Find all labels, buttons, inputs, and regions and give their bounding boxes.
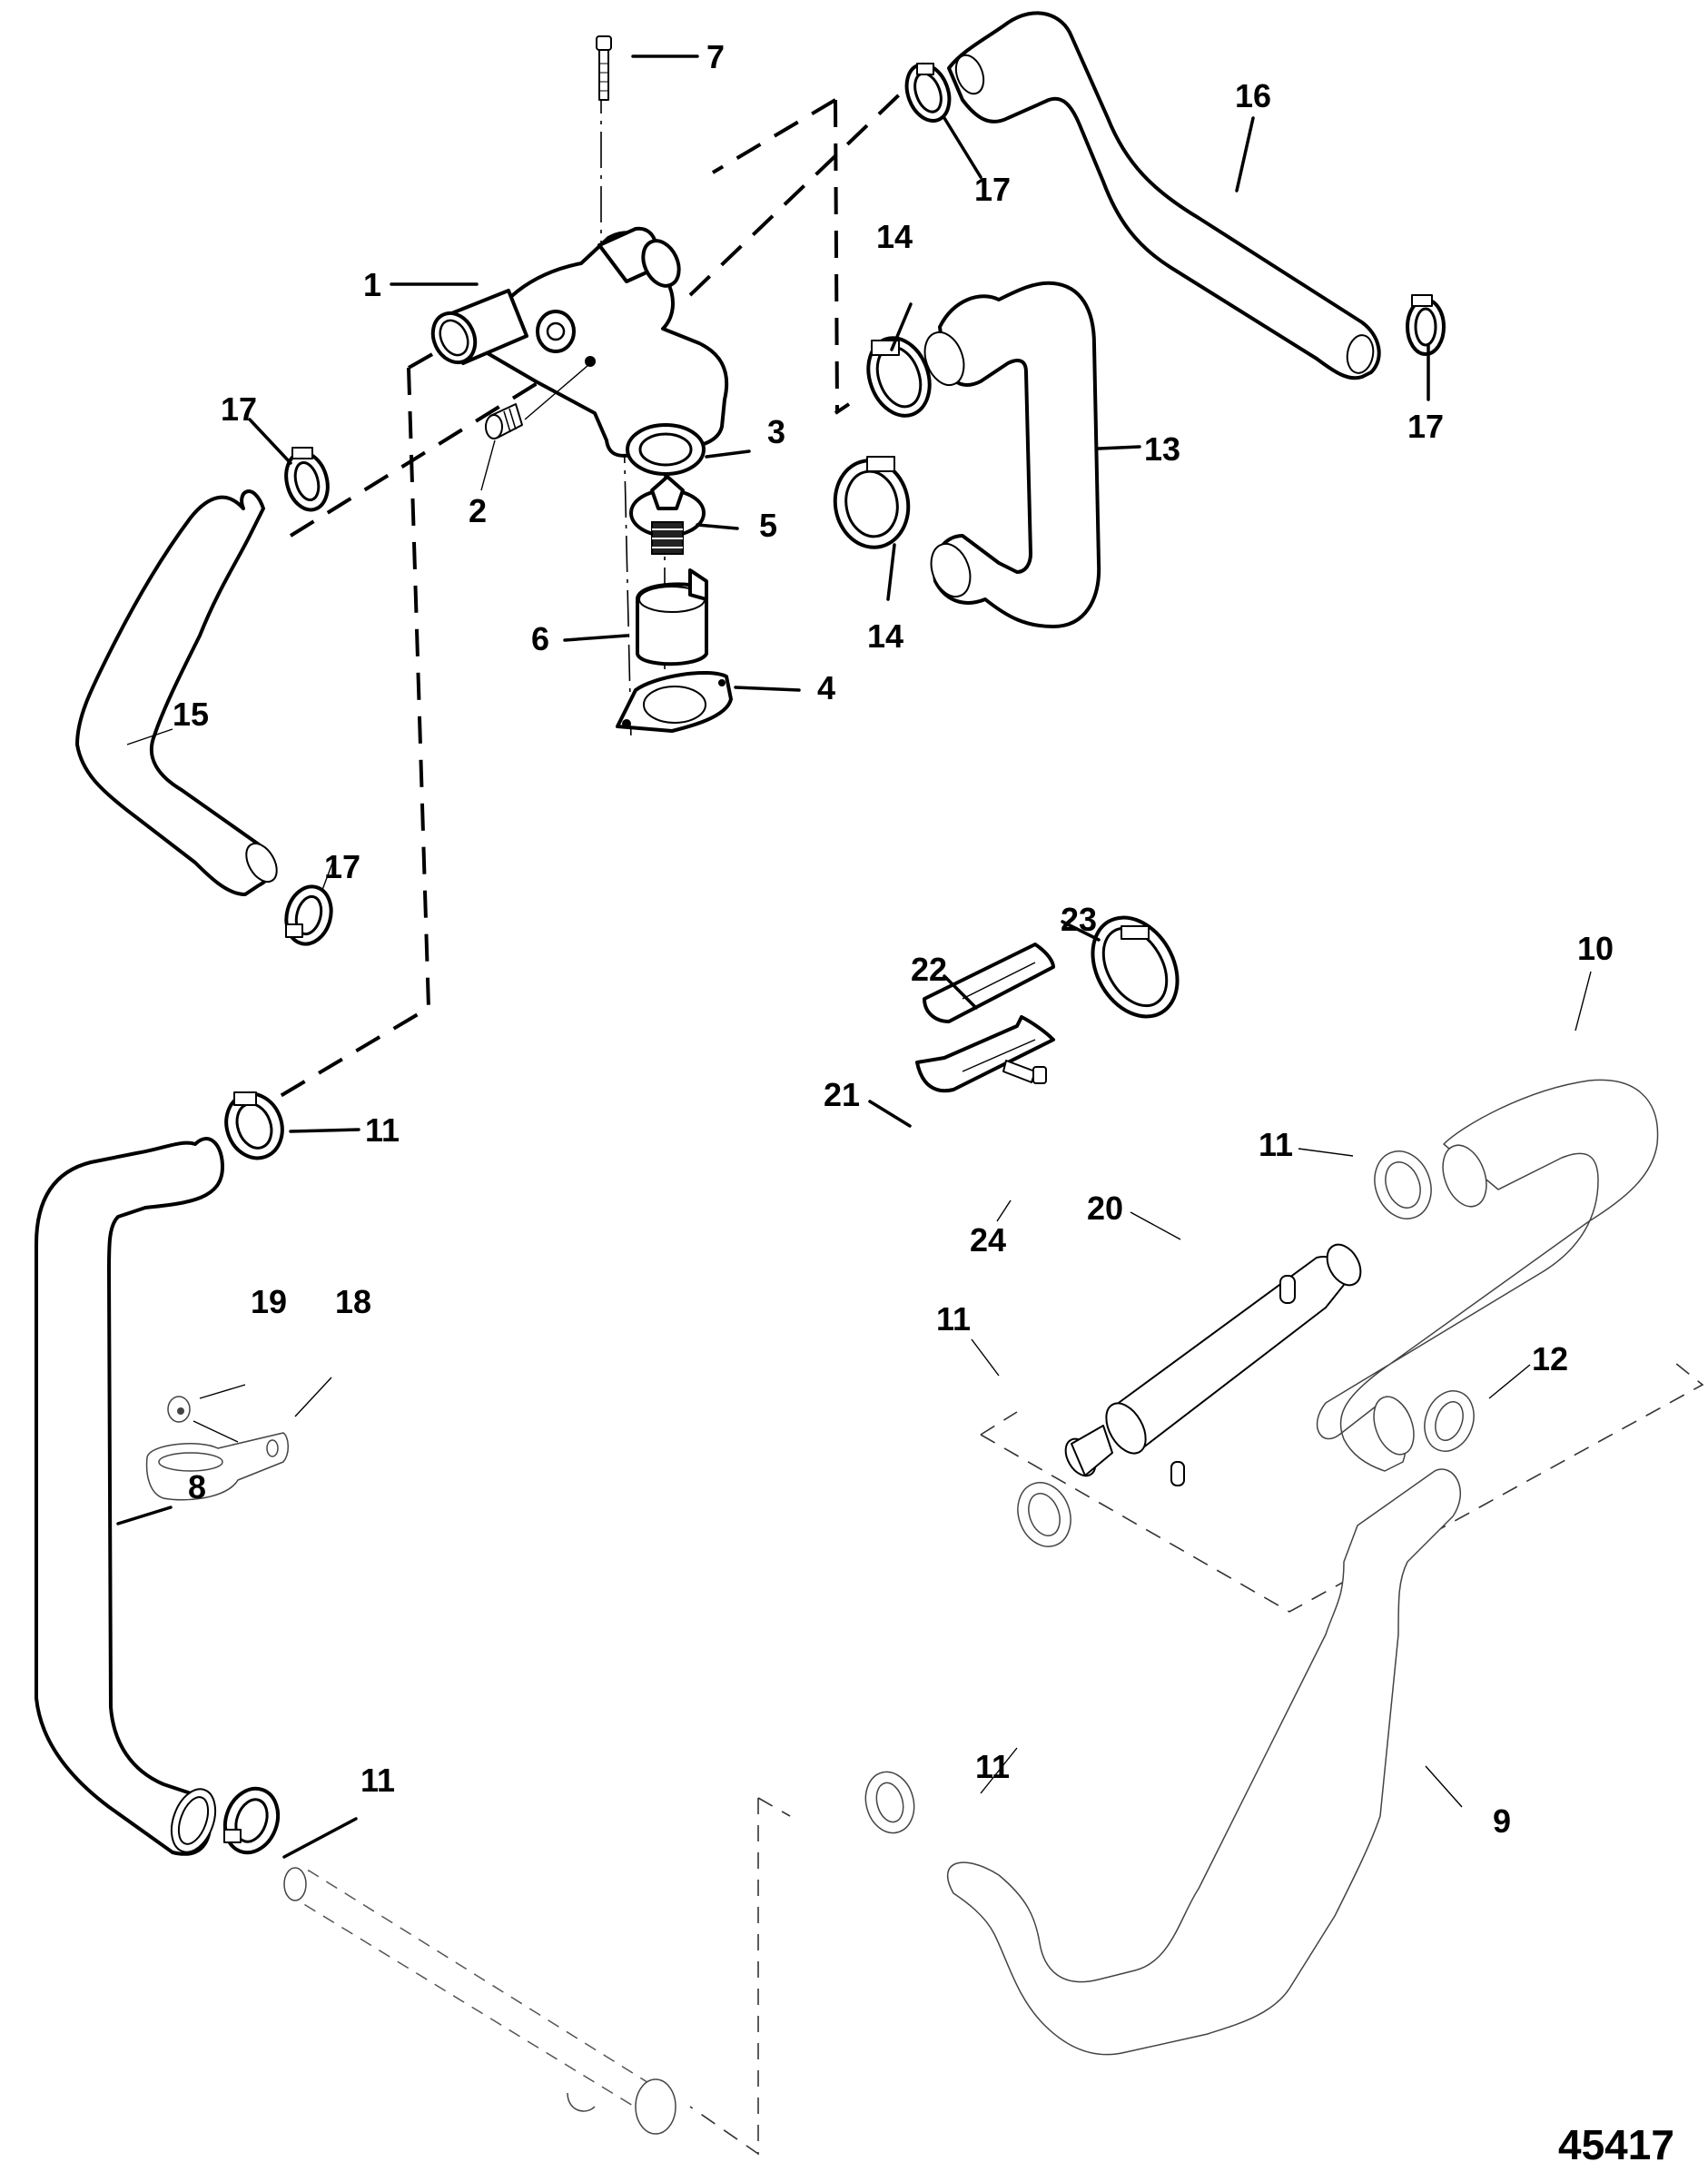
- screw-24[interactable]: [1002, 1060, 1047, 1084]
- leader-lines: [116, 54, 1592, 1859]
- hose-bracket-18[interactable]: [145, 1420, 289, 1501]
- callout-6: 6: [531, 620, 549, 657]
- hose-clamp-12[interactable]: [1417, 1384, 1482, 1458]
- hose-clamp-11-lower-center[interactable]: [1009, 1476, 1079, 1555]
- assembly-dash-lines: [243, 77, 1704, 2156]
- callout-21: 21: [824, 1076, 860, 1113]
- callout-11e: 11: [975, 1748, 1010, 1785]
- callout-22: 22: [911, 951, 947, 988]
- ghost-pipe: [283, 1867, 676, 2135]
- heat-exchanger-20[interactable]: [1060, 1239, 1367, 1486]
- hose-clamp-14-lower[interactable]: [828, 455, 914, 553]
- callout-12: 12: [1532, 1340, 1568, 1377]
- callout-17d: 17: [1407, 408, 1444, 445]
- callout-16: 16: [1235, 77, 1271, 114]
- hose-clamp-11-bottom-center[interactable]: [859, 1766, 921, 1838]
- callout-14a: 14: [876, 218, 913, 255]
- callout-17a: 17: [221, 390, 257, 428]
- seal-3[interactable]: [626, 423, 706, 476]
- sleeve-6[interactable]: [636, 568, 708, 666]
- pipe-plug-2[interactable]: [485, 364, 589, 439]
- callout-14b: 14: [867, 617, 903, 655]
- callout-13: 13: [1144, 430, 1180, 468]
- hose-16[interactable]: [947, 11, 1381, 380]
- figure-id: 45417: [1558, 2121, 1674, 2162]
- bolt-7[interactable]: [596, 35, 612, 101]
- callout-17b: 17: [324, 848, 360, 885]
- hose-clamp-11-center[interactable]: [1366, 1143, 1440, 1227]
- hose-clamp-11-left-mid[interactable]: [217, 1086, 291, 1166]
- callout-24: 24: [970, 1221, 1006, 1259]
- callout-11d: 11: [360, 1762, 395, 1799]
- callout-19: 19: [251, 1283, 287, 1320]
- u-hose-13[interactable]: [918, 281, 1101, 628]
- hose-clamp-11-bottom-left[interactable]: [216, 1782, 286, 1861]
- hose-clamp-17-upper-left[interactable]: [280, 447, 333, 515]
- callout-5: 5: [759, 507, 777, 544]
- hose-10[interactable]: [1316, 1079, 1659, 1472]
- callout-10: 10: [1577, 930, 1614, 967]
- upper-bracket-22[interactable]: [923, 943, 1055, 1023]
- hose-clamp-14-upper[interactable]: [858, 330, 940, 425]
- lower-bracket-21[interactable]: [915, 1015, 1055, 1093]
- callout-8: 8: [188, 1468, 206, 1506]
- callout-7: 7: [706, 38, 725, 75]
- band-clamp-23[interactable]: [1076, 903, 1195, 1032]
- callout-3: 3: [767, 413, 785, 450]
- hose-clamp-17-top[interactable]: [899, 58, 956, 126]
- thermostat-housing-1[interactable]: [425, 226, 729, 458]
- callout-23: 23: [1061, 901, 1097, 938]
- hose-clamp-17-right[interactable]: [1406, 294, 1446, 356]
- hose-8[interactable]: [35, 1137, 224, 1858]
- callout-4: 4: [817, 669, 835, 706]
- callout-labels: 7 1 17 2 3 5 6 4 15 17 16 17 14 13 17 14…: [173, 38, 1674, 2162]
- gasket-4[interactable]: [616, 670, 733, 733]
- callout-11a: 11: [1259, 1126, 1293, 1163]
- callout-11b: 11: [365, 1111, 400, 1149]
- callout-1: 1: [363, 266, 381, 303]
- hose-9[interactable]: [947, 1468, 1462, 2056]
- hose-clamp-17-lower-left[interactable]: [281, 882, 338, 949]
- callout-17c: 17: [974, 171, 1011, 208]
- callout-9: 9: [1493, 1802, 1511, 1840]
- callout-18: 18: [335, 1283, 371, 1320]
- thermostat-5[interactable]: [629, 475, 706, 555]
- callout-20: 20: [1087, 1190, 1123, 1227]
- callout-15: 15: [173, 696, 209, 733]
- callout-2: 2: [469, 492, 487, 529]
- nut-19[interactable]: [167, 1396, 191, 1423]
- hose-15[interactable]: [75, 489, 283, 896]
- callout-11c: 11: [936, 1300, 971, 1338]
